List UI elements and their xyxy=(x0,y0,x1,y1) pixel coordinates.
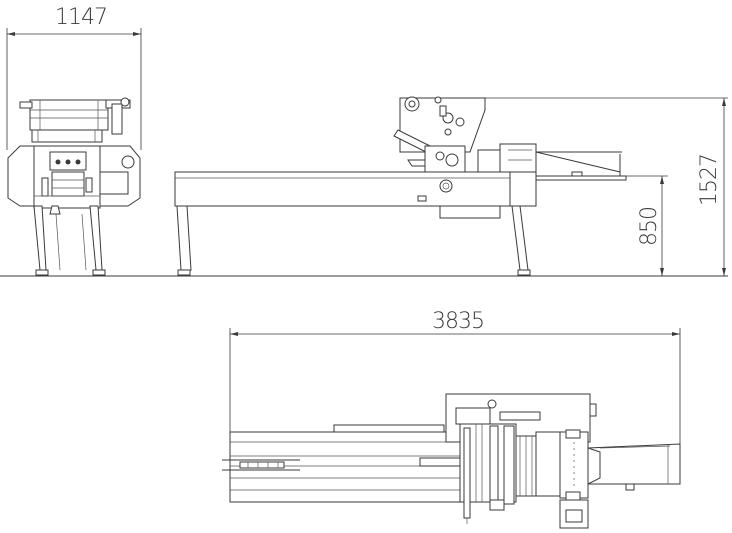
front-view: 1147 xyxy=(6,5,142,276)
dimension-overall-length: 3835 xyxy=(229,309,681,470)
side-view: 1527 850 xyxy=(0,96,728,277)
dim-label-850: 850 xyxy=(637,207,662,246)
dim-label-1147: 1147 xyxy=(55,5,107,30)
top-view: 3835 xyxy=(222,309,681,529)
dim-label-3835: 3835 xyxy=(432,309,484,334)
dim-label-1527: 1527 xyxy=(697,154,722,206)
dimension-overall-height: 1527 xyxy=(485,97,728,276)
dimension-front-width: 1147 xyxy=(6,5,142,150)
dimension-table-height: 850 xyxy=(626,175,668,276)
